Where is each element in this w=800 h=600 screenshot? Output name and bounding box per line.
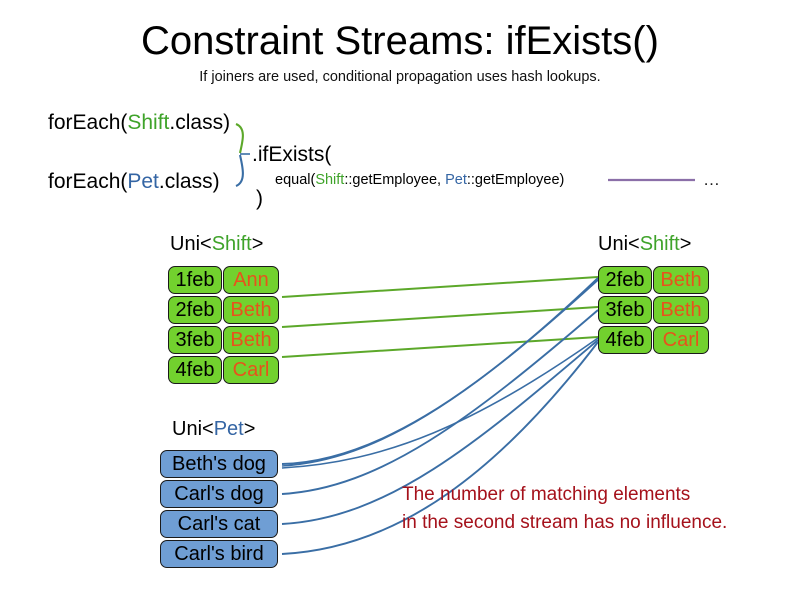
right-shift-row-3[interactable]: 4feb Carl [598, 326, 709, 354]
left-shift-row-4[interactable]: 4feb Carl [168, 356, 279, 384]
shift-date-cell: 4feb [598, 326, 652, 354]
pet-row-4[interactable]: Carl's bird [160, 540, 278, 568]
shift-date-cell: 1feb [168, 266, 222, 294]
right-shift-header-prefix: Uni< [598, 233, 640, 255]
shift-name-cell: Beth [223, 326, 279, 354]
shift-name-cell: Carl [223, 356, 279, 384]
left-shift-header-suffix: > [251, 233, 264, 255]
wire-pet-carls-dog [281, 309, 599, 495]
code-equal-pet-type: Pet [445, 172, 467, 188]
code-foreach-shift-suffix: .class) [169, 111, 231, 134]
right-shift-header-suffix: > [679, 233, 692, 255]
code-equal-shift-method: ::getEmployee, [344, 172, 446, 188]
shift-name-cell: Ann [223, 266, 279, 294]
code-foreach-shift: forEach(Shift.class) [48, 111, 230, 135]
pet-row-3[interactable]: Carl's cat [160, 510, 278, 538]
annotation-line-1: The number of matching elements [402, 484, 691, 505]
code-equal-joiner: equal(Shift::getEmployee, Pet::getEmploy… [275, 171, 564, 189]
pet-label-cell: Carl's dog [160, 480, 278, 508]
pet-row-2[interactable]: Carl's dog [160, 480, 278, 508]
shift-name-cell: Beth [653, 296, 709, 324]
pet-header-prefix: Uni< [172, 418, 214, 440]
left-shift-row-2[interactable]: 2feb Beth [168, 296, 279, 324]
page-title: Constraint Streams: ifExists() [141, 19, 659, 63]
pet-header-suffix: > [243, 418, 256, 440]
annotation-note: The number of matching elements in the s… [402, 481, 782, 537]
code-foreach-shift-type: Shift [127, 111, 170, 134]
left-shift-header-type: Shift [211, 233, 252, 255]
shift-name-cell: Beth [653, 266, 709, 294]
left-shift-stream-header: Uni<Shift> [170, 232, 263, 256]
brace-shift-curve [235, 123, 244, 154]
page-subtitle: If joiners are used, conditional propaga… [199, 69, 601, 85]
code-equal-pet-method: ::getEmployee) [466, 172, 565, 188]
pet-stream-header: Uni<Pet> [172, 417, 255, 441]
shift-name-cell: Carl [653, 326, 709, 354]
shift-date-cell: 2feb [168, 296, 222, 324]
brace-pet-curve [235, 154, 244, 187]
shift-name-cell: Beth [223, 296, 279, 324]
code-foreach-shift-prefix: forEach( [48, 111, 128, 134]
right-shift-header-type: Shift [639, 233, 680, 255]
pet-row-1[interactable]: Beth's dog [160, 450, 278, 478]
code-ellipsis: … [703, 170, 721, 189]
right-shift-stream-header: Uni<Shift> [598, 232, 691, 256]
wire-shift-4feb [281, 336, 599, 358]
shift-date-cell: 4feb [168, 356, 222, 384]
pet-label-cell: Carl's bird [160, 540, 278, 568]
code-foreach-pet-suffix: .class) [158, 170, 220, 193]
left-shift-row-1[interactable]: 1feb Ann [168, 266, 279, 294]
wire-pet-extra-b [281, 337, 599, 469]
pet-label-cell: Beth's dog [160, 450, 278, 478]
code-foreach-pet: forEach(Pet.class) [48, 170, 220, 194]
code-foreach-pet-type: Pet [127, 170, 159, 193]
right-shift-row-1[interactable]: 2feb Beth [598, 266, 709, 294]
code-close-paren: ) [256, 187, 263, 210]
left-shift-header-prefix: Uni< [170, 233, 212, 255]
annotation-line-2: in the second stream has no influence. [402, 512, 728, 533]
code-foreach-pet-prefix: forEach( [48, 170, 128, 193]
pet-header-type: Pet [213, 418, 244, 440]
code-equal-prefix: equal( [275, 172, 316, 188]
code-equal-shift-type: Shift [315, 172, 345, 188]
right-shift-row-2[interactable]: 3feb Beth [598, 296, 709, 324]
left-shift-row-3[interactable]: 3feb Beth [168, 326, 279, 354]
pet-label-cell: Carl's cat [160, 510, 278, 538]
wire-pet-extra-a [281, 279, 599, 467]
wire-shift-2feb [281, 276, 599, 298]
shift-date-cell: 3feb [168, 326, 222, 354]
wire-shift-3feb [281, 306, 599, 328]
wire-pet-beths-dog [281, 277, 599, 465]
shift-date-cell: 3feb [598, 296, 652, 324]
shift-date-cell: 2feb [598, 266, 652, 294]
code-ifexists-call: .ifExists( [252, 143, 332, 166]
